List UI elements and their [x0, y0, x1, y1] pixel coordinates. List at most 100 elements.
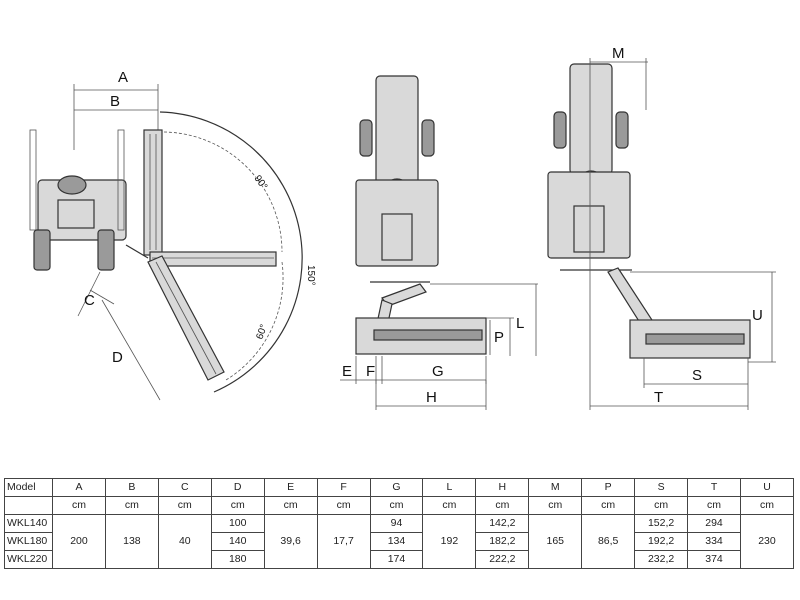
- table-row: WKL140 200 138 40 100 39,6 17,7 94 192 1…: [4, 514, 795, 569]
- angle-label-150: 150°: [305, 265, 316, 286]
- table-header-cell: Model: [4, 478, 53, 497]
- unit-cell: cm: [475, 496, 530, 515]
- unit-cell: [4, 496, 53, 515]
- dim-c: C: [77, 271, 115, 317]
- table-header-cell: U: [739, 478, 795, 497]
- table-header-cell: G: [369, 478, 424, 497]
- table-header-cell: A: [52, 478, 106, 497]
- value-cell-u: 230: [739, 514, 795, 569]
- dim-letter-h: H: [426, 389, 437, 406]
- value-cell-g: 134: [369, 532, 424, 551]
- value-cell-g: 94: [369, 514, 424, 533]
- dim-s: S: [643, 358, 749, 410]
- table-header-cell: H: [475, 478, 530, 497]
- dim-u: U: [630, 271, 776, 363]
- dim-l: L: [430, 283, 538, 356]
- table-header-cell: M: [528, 478, 583, 497]
- right-view-tractor-rear: [547, 63, 751, 359]
- table-header-cell: S: [634, 478, 689, 497]
- value-cell-t: 374: [687, 550, 741, 569]
- angle-label-60: 60°: [254, 323, 270, 341]
- table-header-cell: C: [157, 478, 212, 497]
- value-cell-m: 165: [528, 514, 583, 569]
- dim-letter-p: P: [494, 329, 504, 346]
- value-cell-p: 86,5: [581, 514, 636, 569]
- unit-cell: cm: [52, 496, 106, 515]
- dim-letter-m: M: [612, 45, 625, 62]
- unit-cell: cm: [422, 496, 477, 515]
- dim-letter-l: L: [516, 315, 524, 332]
- value-cell-s: 192,2: [634, 532, 689, 551]
- model-cell: WKL220: [4, 550, 53, 569]
- table-header-cell: T: [687, 478, 741, 497]
- value-cell-h: 182,2: [475, 532, 530, 551]
- dim-t: T: [590, 389, 748, 407]
- arm-vertical: [143, 129, 163, 256]
- spec-table: Model A B C D E F G L H M P S T U cm cm …: [4, 478, 795, 569]
- dim-letter-c: C: [84, 292, 95, 309]
- value-cell-l: 192: [422, 514, 477, 569]
- left-view-tractor-top: [29, 129, 149, 271]
- value-cell-h: 222,2: [475, 550, 530, 569]
- value-cell-s: 152,2: [634, 514, 689, 533]
- dim-letter-f: F: [366, 363, 375, 380]
- unit-cell: cm: [528, 496, 583, 515]
- dim-b: B: [74, 93, 158, 111]
- value-cell-f: 17,7: [316, 514, 371, 569]
- dim-a: A: [73, 69, 159, 150]
- unit-cell: cm: [739, 496, 795, 515]
- unit-cell: cm: [634, 496, 689, 515]
- unit-cell: cm: [581, 496, 636, 515]
- dim-letter-s: S: [692, 367, 702, 384]
- model-cell: WKL140: [4, 514, 53, 533]
- table-header-cell: D: [210, 478, 265, 497]
- value-cell-c: 40: [157, 514, 212, 569]
- value-cell-h: 142,2: [475, 514, 530, 533]
- unit-cell: cm: [263, 496, 318, 515]
- dim-e-f-g: E F G: [340, 356, 487, 384]
- dim-m: M: [589, 45, 648, 410]
- dim-d: D: [101, 299, 161, 401]
- value-cell-g: 174: [369, 550, 424, 569]
- unit-cell: cm: [687, 496, 741, 515]
- technical-drawing: A B 90° 150° 60° C D: [29, 45, 776, 410]
- arm-angled: [147, 255, 225, 381]
- dim-p: P: [486, 317, 514, 356]
- arm-horizontal: [149, 251, 277, 267]
- dim-letter-g: G: [432, 363, 444, 380]
- dim-letter-a: A: [118, 69, 128, 86]
- dim-letter-t: T: [654, 389, 663, 406]
- table-header-row: Model A B C D E F G L H M P S T U: [4, 478, 795, 497]
- unit-cell: cm: [210, 496, 265, 515]
- table-row: WKL180 140 134 182,2 192,2 334: [4, 532, 794, 551]
- table-header-cell: B: [104, 478, 159, 497]
- value-cell-s: 232,2: [634, 550, 689, 569]
- unit-cell: cm: [104, 496, 159, 515]
- unit-cell: cm: [157, 496, 212, 515]
- table-header-cell: E: [263, 478, 318, 497]
- value-cell-t: 334: [687, 532, 741, 551]
- value-cell-d: 180: [210, 550, 265, 569]
- unit-cell: cm: [369, 496, 424, 515]
- value-cell-t: 294: [687, 514, 741, 533]
- value-cell-d: 100: [210, 514, 265, 533]
- table-header-cell: P: [581, 478, 636, 497]
- table-row: WKL220 180 174 222,2 232,2 374: [4, 550, 794, 569]
- table-header-cell: L: [422, 478, 477, 497]
- model-cell: WKL180: [4, 532, 53, 551]
- dim-h: H: [375, 380, 487, 410]
- dim-letter-b: B: [110, 93, 120, 110]
- value-cell-d: 140: [210, 532, 265, 551]
- table-unit-row: cm cm cm cm cm cm cm cm cm cm cm cm cm c…: [4, 496, 795, 515]
- value-cell-a: 200: [52, 514, 106, 569]
- angle-label-90: 90°: [252, 173, 270, 192]
- unit-cell: cm: [316, 496, 371, 515]
- middle-view-tractor-rear: [355, 75, 491, 355]
- dim-letter-e: E: [342, 363, 352, 380]
- value-cell-e: 39,6: [263, 514, 318, 569]
- dim-letter-u: U: [752, 307, 763, 324]
- dim-letter-d: D: [112, 349, 123, 366]
- value-cell-b: 138: [104, 514, 159, 569]
- table-header-cell: F: [316, 478, 371, 497]
- rotation-arcs: 90° 150° 60°: [159, 111, 316, 393]
